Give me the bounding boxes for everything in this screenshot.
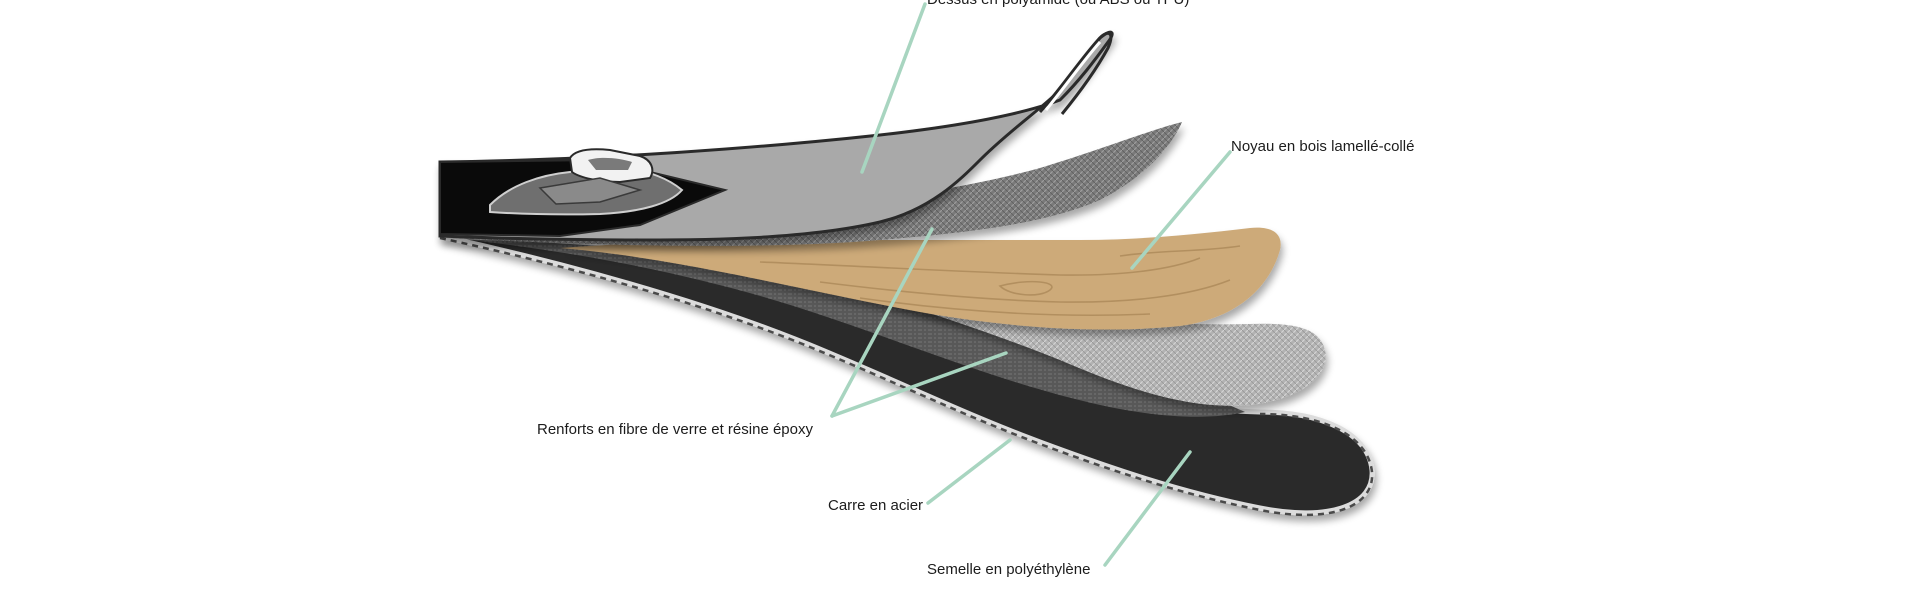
leader-line-core: [1130, 150, 1232, 270]
fiber-layer-dark: [470, 240, 1245, 417]
leader-line-base: [1103, 450, 1192, 567]
leader-line-edge: [926, 438, 1012, 505]
leader-line-reinforcement-a: [830, 227, 934, 418]
ski-tip-loop: [1038, 31, 1113, 115]
steel-edge-dashes: [439, 236, 1374, 517]
leader-line-top: [860, 2, 927, 174]
label-top-sheet: Dessus en polyamide (ou ABS ou TPU): [927, 0, 1189, 9]
label-steel-edge: Carre en acier: [828, 497, 924, 514]
leader-lines: [830, 2, 1232, 567]
label-base: Semelle en polyéthylène: [927, 561, 1091, 578]
label-reinforcement: Renforts en fibre de verre et résine épo…: [537, 421, 813, 438]
leader-line-reinforcement-b: [830, 351, 1008, 418]
wood-core-layer: [560, 227, 1281, 330]
label-wood-core: Noyau en bois lamellé-collé: [1231, 138, 1415, 155]
wood-grain: [759, 245, 1241, 317]
fiber-layer-top: [450, 122, 1182, 246]
